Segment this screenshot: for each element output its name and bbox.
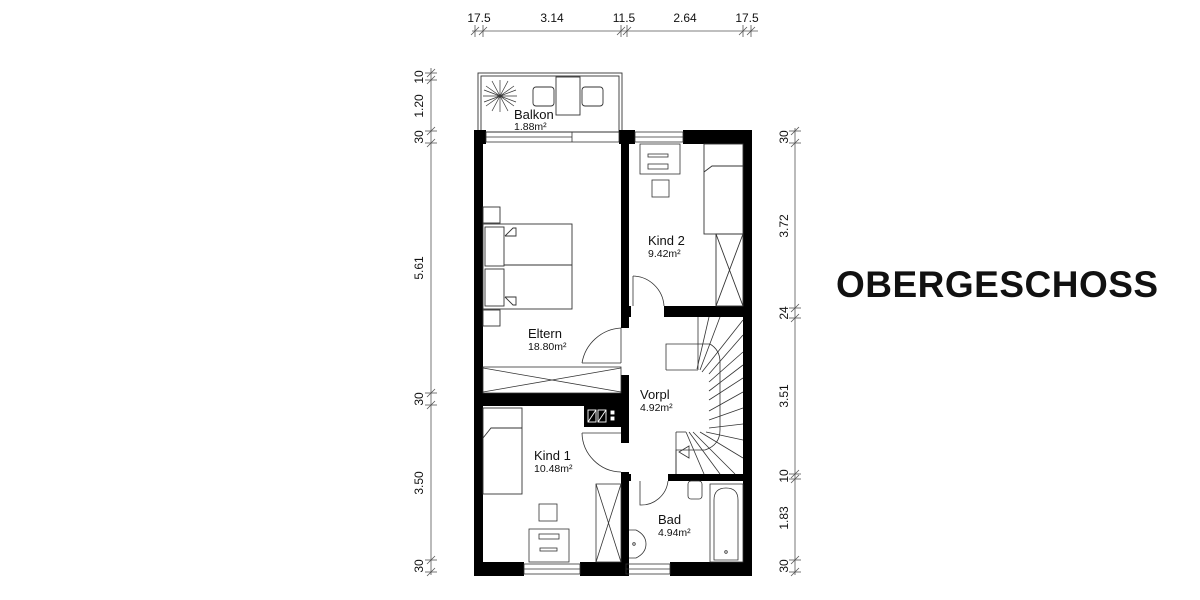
room-label-balkon: Balkon [514, 107, 554, 122]
right-dimension-chain [789, 126, 801, 577]
dim-left-7: 30 [412, 559, 426, 573]
dim-top-5: 17.5 [735, 11, 759, 25]
bed-kind1 [482, 407, 523, 495]
dim-left-2: 1.20 [412, 94, 426, 118]
room-area-kind2: 9.42m² [648, 248, 681, 260]
room-area-bad: 4.94m² [658, 527, 691, 539]
room-label-vorpl: Vorpl [640, 387, 670, 402]
desk-kind1 [528, 503, 570, 563]
sink-icon [629, 529, 647, 559]
room-area-balkon: 1.88m² [514, 121, 547, 133]
dim-left-3: 30 [412, 130, 426, 144]
wardrobe-kind1 [595, 483, 622, 563]
dim-right-4: 3.51 [777, 384, 791, 408]
dim-top-3: 11.5 [613, 11, 636, 25]
dim-top-4: 2.64 [673, 11, 697, 25]
room-area-kind1: 10.48m² [534, 463, 573, 475]
door-eltern [581, 327, 622, 364]
left-dimension-chain [425, 68, 437, 577]
dim-left-4: 5.61 [412, 256, 426, 280]
walls [474, 130, 752, 576]
dim-right-6: 1.83 [777, 506, 791, 530]
dim-left-5: 30 [412, 392, 426, 406]
dim-right-5: 10 [777, 469, 791, 483]
double-bed-icon [482, 206, 573, 327]
dim-right-2: 3.72 [777, 214, 791, 238]
door-kind1 [581, 432, 622, 473]
toilet-icon [687, 480, 703, 500]
top-dimension-chain [470, 25, 758, 37]
room-label-bad: Bad [658, 512, 681, 527]
wardrobe-eltern [482, 366, 622, 394]
room-label-kind1: Kind 1 [534, 448, 571, 463]
desk-kind2 [639, 143, 681, 198]
dim-left-1: 10 [412, 70, 426, 84]
room-label-kind2: Kind 2 [648, 233, 685, 248]
door-bad [639, 480, 669, 506]
room-area-eltern: 18.80m² [528, 341, 567, 353]
plant-icon [483, 80, 517, 112]
staircase [665, 316, 744, 475]
balkon-area [477, 72, 623, 133]
dim-left-6: 3.50 [412, 471, 426, 495]
bathtub-icon [709, 483, 744, 563]
dim-right-7: 30 [777, 559, 791, 573]
dim-top-1: 17.5 [467, 11, 491, 25]
dim-right-3: 24 [777, 306, 791, 320]
dim-top-2: 3.14 [540, 11, 564, 25]
bed-kind2 [703, 143, 744, 307]
shaft-detail [587, 409, 615, 423]
door-kind2 [632, 275, 665, 307]
floor-title: OBERGESCHOSS [836, 264, 1159, 305]
room-label-eltern: Eltern [528, 326, 562, 341]
dim-right-1: 30 [777, 130, 791, 144]
room-area-vorpl: 4.92m² [640, 402, 673, 414]
windows [485, 131, 684, 575]
